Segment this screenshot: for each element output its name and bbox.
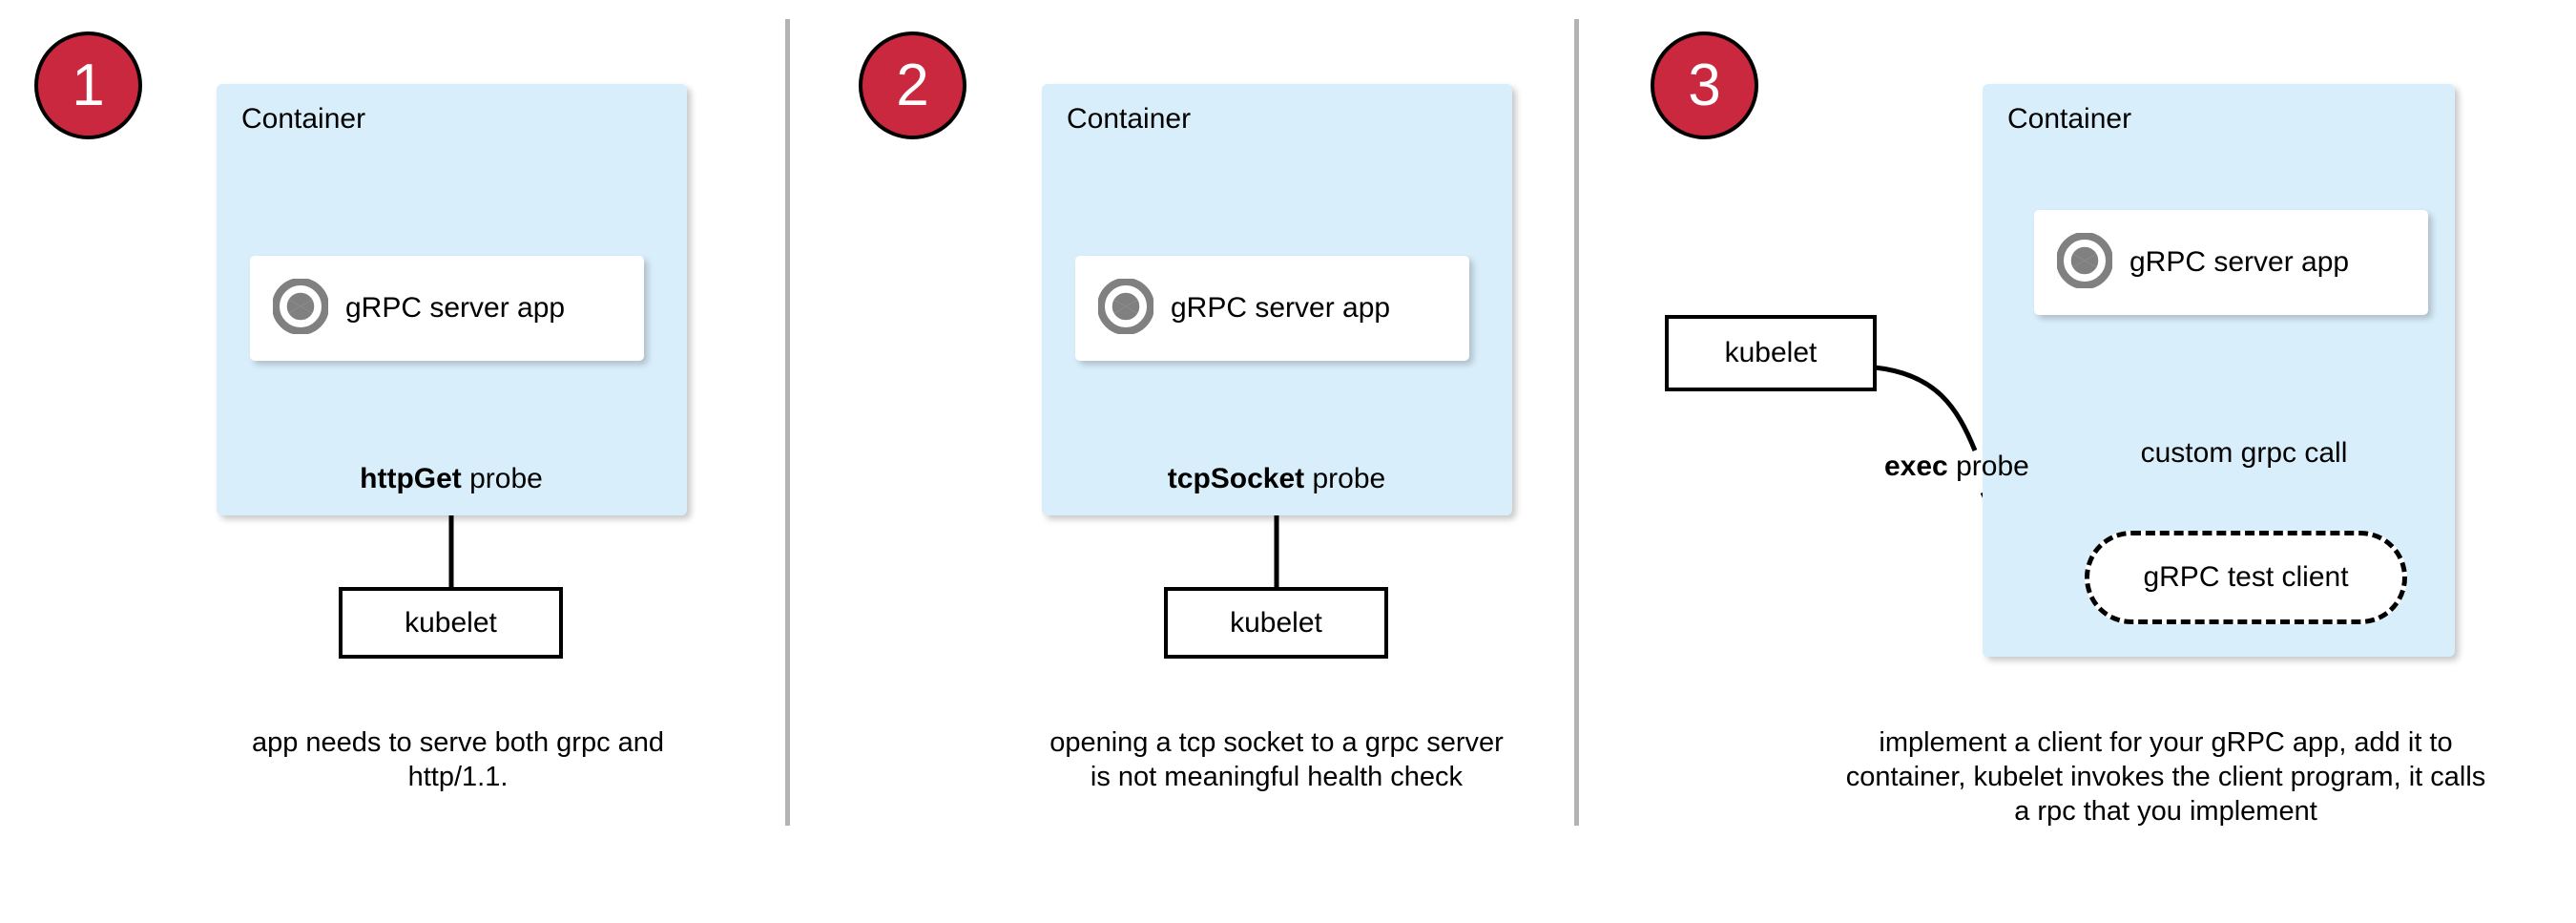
step-badge-2: 2	[859, 31, 966, 139]
grpc-logo-icon	[2056, 231, 2113, 293]
grpc-server-app-label-3: gRPC server app	[2129, 246, 2350, 278]
panel-caption-3: implement a client for your gRPC app, ad…	[1845, 727, 2486, 827]
grpc-server-app-label-1: gRPC server app	[345, 292, 566, 324]
grpc-logo-icon	[272, 277, 329, 339]
grpc-test-client-label: gRPC test client	[2143, 561, 2349, 593]
panel-divider-1	[785, 19, 790, 826]
grpc-logo-icon	[1097, 277, 1154, 339]
grpc-server-app-label-2: gRPC server app	[1171, 292, 1391, 324]
grpc-test-client-pill[interactable]: gRPC test client	[2085, 531, 2407, 624]
probe-word-3: probe	[1947, 451, 2029, 482]
kubelet-box-3[interactable]: kubelet	[1665, 315, 1877, 391]
grpc-server-app-card-1[interactable]: gRPC server app	[250, 256, 644, 361]
panel-divider-2	[1574, 19, 1579, 826]
container-label-2: Container	[1067, 103, 1192, 135]
probe-label-1: httpGet probe	[260, 463, 642, 495]
probe-word-1: probe	[461, 463, 543, 494]
custom-grpc-call-label: custom grpc call	[2140, 437, 2348, 469]
step-badge-1: 1	[34, 31, 142, 139]
kubelet-box-2[interactable]: kubelet	[1164, 587, 1388, 659]
panel-caption-2: opening a tcp socket to a grpc server is…	[1049, 727, 1504, 792]
probe-word-2: probe	[1304, 463, 1386, 494]
kubelet-box-1[interactable]: kubelet	[339, 587, 563, 659]
kubelet-label-1: kubelet	[405, 606, 497, 639]
container-label-1: Container	[241, 103, 366, 135]
probe-type-3: exec	[1884, 451, 1948, 482]
step-badge-3: 3	[1651, 31, 1758, 139]
kubelet-label-2: kubelet	[1230, 606, 1322, 639]
probe-type-2: tcpSocket	[1167, 463, 1305, 494]
grpc-server-app-card-3[interactable]: gRPC server app	[2034, 210, 2428, 315]
container-label-3: Container	[2007, 103, 2132, 135]
probe-type-1: httpGet	[360, 463, 462, 494]
exec-probe-label: exec probe	[1884, 451, 2029, 483]
panel-caption-1: app needs to serve both grpc and http/1.…	[251, 727, 665, 792]
grpc-server-app-card-2[interactable]: gRPC server app	[1075, 256, 1469, 361]
kubelet-label-3: kubelet	[1724, 337, 1818, 368]
probe-label-2: tcpSocket probe	[1086, 463, 1467, 495]
